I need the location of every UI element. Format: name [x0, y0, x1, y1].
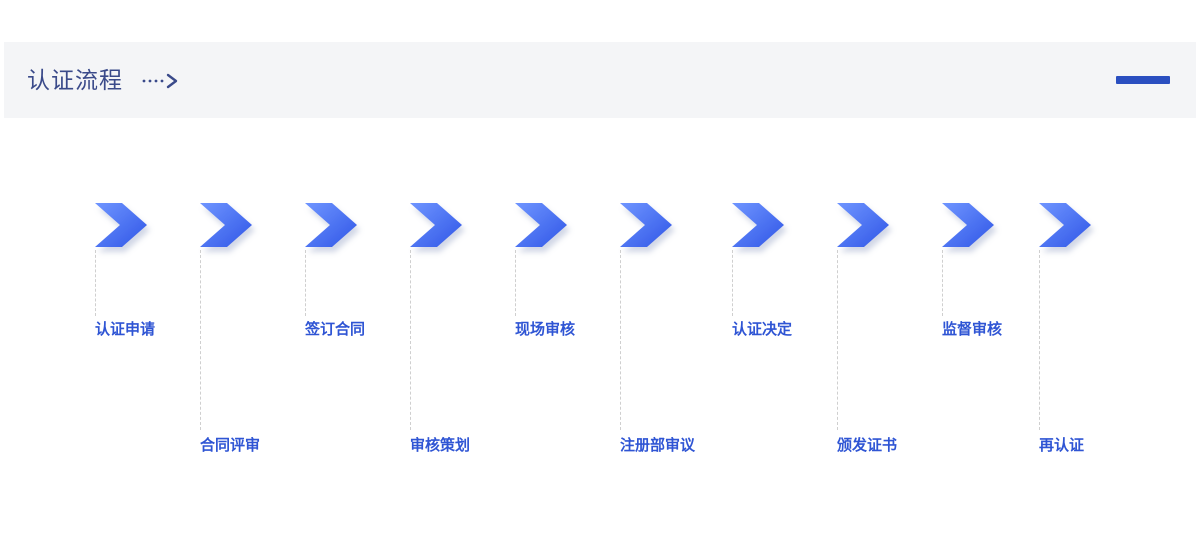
chevron-arrow-icon — [200, 203, 252, 247]
connector-line — [1039, 250, 1040, 430]
chevron-arrow-icon — [942, 203, 994, 247]
connector-line — [305, 250, 306, 316]
process-step: 颁发证书 — [837, 200, 957, 470]
connector-line — [410, 250, 411, 430]
dotted-arrow-icon — [142, 73, 178, 89]
step-label: 审核策划 — [410, 436, 471, 454]
header-bar: 认证流程 — [4, 42, 1196, 118]
connector-line — [200, 250, 201, 430]
process-step: 合同评审 — [200, 200, 320, 470]
connector-line — [95, 250, 96, 316]
process-step: 现场审核 — [515, 200, 635, 470]
step-label: 现场审核 — [515, 320, 576, 338]
connector-line — [837, 250, 838, 430]
chevron-arrow-icon — [305, 203, 357, 247]
header-accent-bar — [1116, 76, 1170, 84]
page-title: 认证流程 — [27, 68, 123, 94]
chevron-arrow-icon — [620, 203, 672, 247]
process-step: 审核策划 — [410, 200, 530, 470]
step-label: 认证申请 — [95, 320, 156, 338]
step-label: 监督审核 — [942, 320, 1003, 338]
connector-line — [732, 250, 733, 316]
connector-line — [620, 250, 621, 430]
process-step: 监督审核 — [942, 200, 1062, 470]
process-step: 认证决定 — [732, 200, 852, 470]
step-label: 注册部审议 — [620, 436, 696, 454]
chevron-arrow-icon — [410, 203, 462, 247]
chevron-arrow-icon — [515, 203, 567, 247]
chevron-arrow-icon — [1039, 203, 1091, 247]
step-label: 签订合同 — [305, 320, 366, 338]
process-step: 签订合同 — [305, 200, 425, 470]
step-label: 颁发证书 — [837, 436, 898, 454]
connector-line — [942, 250, 943, 316]
chevron-arrow-icon — [95, 203, 147, 247]
process-step: 再认证 — [1039, 200, 1159, 470]
connector-line — [515, 250, 516, 316]
step-label: 合同评审 — [200, 436, 261, 454]
process-step: 注册部审议 — [620, 200, 740, 470]
process-step: 认证申请 — [95, 200, 215, 470]
step-label: 再认证 — [1039, 436, 1085, 454]
chevron-arrow-icon — [837, 203, 889, 247]
step-label: 认证决定 — [732, 320, 793, 338]
chevron-arrow-icon — [732, 203, 784, 247]
